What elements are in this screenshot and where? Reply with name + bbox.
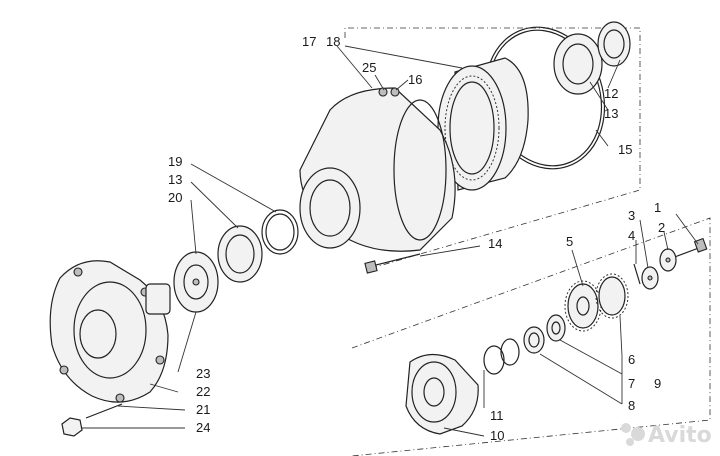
callout-3: 3	[628, 208, 635, 223]
ring-gear-18	[437, 57, 529, 191]
callout-5: 5	[566, 234, 573, 249]
callout-labels: 17 18 25 16 12 13 15 14 19 13 20 23 22 2…	[168, 34, 665, 443]
callout-24: 24	[196, 420, 210, 435]
callout-9: 9	[654, 376, 661, 391]
bracket-planetary-group	[351, 217, 711, 456]
callout-6: 6	[628, 352, 635, 367]
planet-carrier-10	[405, 353, 479, 435]
bolt-1	[671, 237, 708, 259]
bracket-housing-group	[344, 27, 641, 269]
callout-15: 15	[618, 142, 632, 157]
callout-11: 11	[490, 408, 504, 423]
callout-14: 14	[488, 236, 502, 251]
watermark-text: Avito	[648, 423, 712, 448]
bolt-14	[364, 253, 421, 274]
callout-13-middle: 13	[168, 172, 182, 187]
avito-watermark: Avito	[621, 423, 712, 448]
bearing-13-middle	[217, 225, 263, 283]
callout-23: 23	[196, 366, 210, 381]
washer-2	[659, 248, 677, 272]
thrust-plate-3	[641, 266, 659, 290]
callout-4: 4	[628, 228, 635, 243]
leader-lines	[82, 45, 699, 437]
snap-ring-11	[483, 338, 520, 375]
callout-1: 1	[654, 200, 661, 215]
pin-4	[633, 263, 641, 285]
callout-17: 17	[302, 34, 316, 49]
callout-21: 21	[196, 402, 210, 417]
callout-10: 10	[490, 428, 504, 443]
callout-20: 20	[168, 190, 182, 205]
callout-7: 7	[628, 376, 635, 391]
bearing-13-top	[553, 33, 603, 95]
callout-13-top: 13	[604, 106, 618, 121]
stud-21	[85, 403, 123, 419]
planet-gear-5	[564, 273, 629, 332]
callout-12: 12	[604, 86, 618, 101]
callout-2: 2	[658, 220, 665, 235]
spacer-8	[523, 326, 545, 354]
callout-22: 22	[196, 384, 210, 399]
lock-nut-12	[597, 21, 631, 67]
wheel-nut-24	[61, 417, 83, 437]
seal-20	[173, 251, 219, 313]
hub-housing-17	[299, 87, 456, 252]
snap-ring-19	[261, 209, 299, 255]
wheel-hub-22	[49, 260, 171, 403]
callout-25: 25	[362, 60, 376, 75]
needle-bearing-7	[546, 314, 566, 342]
callout-16: 16	[408, 72, 422, 87]
callout-19: 19	[168, 154, 182, 169]
callout-8: 8	[628, 398, 635, 413]
callout-18: 18	[326, 34, 340, 49]
